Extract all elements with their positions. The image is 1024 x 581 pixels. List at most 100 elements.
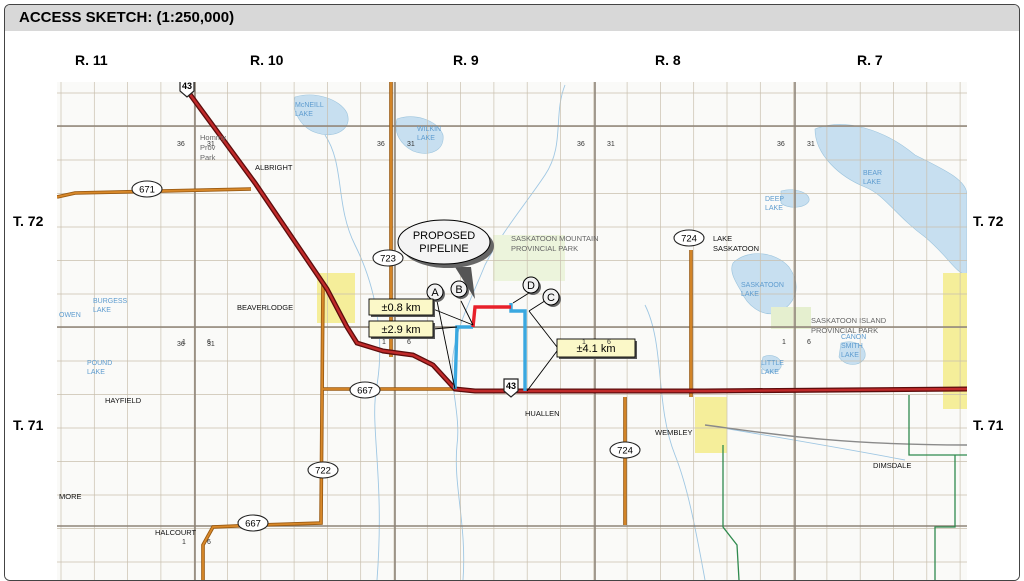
section-number: 1 bbox=[782, 339, 786, 346]
place-label: MORE bbox=[59, 492, 82, 501]
svg-text:LAKE: LAKE bbox=[761, 369, 779, 376]
svg-text:BEAR: BEAR bbox=[863, 170, 882, 177]
svg-text:BEAVERLODGE: BEAVERLODGE bbox=[237, 303, 293, 312]
section-number: 36 bbox=[577, 141, 585, 148]
section-number: 31 bbox=[607, 141, 615, 148]
svg-text:Park: Park bbox=[200, 153, 216, 162]
svg-text:D: D bbox=[527, 280, 535, 292]
access-sketch-map: PROPOSED PIPELINE A B CD ±0.8 km ±2.9 km ±4.… bbox=[5, 31, 1019, 580]
svg-text:LAKE: LAKE bbox=[741, 291, 759, 298]
township-label-t71-right: T. 71 bbox=[973, 417, 1004, 433]
place-label: HALCOURT bbox=[155, 528, 197, 537]
section-number: 6 bbox=[207, 539, 211, 546]
map-title: ACCESS SKETCH: (1:250,000) bbox=[19, 9, 235, 26]
svg-text:LAKE: LAKE bbox=[93, 307, 111, 314]
svg-text:SASKATOON ISLAND: SASKATOON ISLAND bbox=[811, 316, 887, 325]
distance-box: ±0.8 km bbox=[368, 298, 435, 317]
svg-text:BURGESS: BURGESS bbox=[93, 298, 128, 305]
highway-43 bbox=[186, 91, 968, 394]
map-frame: ACCESS SKETCH: (1:250,000) bbox=[4, 4, 1020, 581]
pipeline-red-segment bbox=[471, 305, 511, 328]
svg-text:LAKE: LAKE bbox=[87, 369, 105, 376]
svg-text:671: 671 bbox=[139, 185, 155, 196]
svg-text:LAKE: LAKE bbox=[841, 352, 859, 359]
svg-text:43: 43 bbox=[182, 81, 192, 91]
svg-text:LAKE: LAKE bbox=[765, 205, 783, 212]
section-number: 31 bbox=[807, 141, 815, 148]
svg-text:B: B bbox=[455, 284, 462, 296]
svg-text:723: 723 bbox=[380, 254, 396, 265]
section-number: 31 bbox=[207, 141, 215, 148]
svg-text:LAKE: LAKE bbox=[295, 111, 313, 118]
svg-text:±0.8 km: ±0.8 km bbox=[381, 302, 420, 314]
section-number: 36 bbox=[177, 341, 185, 348]
svg-text:LAKE: LAKE bbox=[417, 135, 435, 142]
section-number: 1 bbox=[182, 539, 186, 546]
svg-text:Hommy: Hommy bbox=[200, 133, 226, 142]
range-label-r10: R. 10 bbox=[250, 52, 284, 68]
svg-text:SMITH: SMITH bbox=[841, 343, 863, 350]
water-label: BURGESS LAKE bbox=[93, 298, 128, 314]
point-b: B bbox=[450, 280, 469, 299]
svg-text:±2.9 km: ±2.9 km bbox=[381, 324, 420, 336]
point-d: D bbox=[522, 276, 541, 295]
range-label-r9: R. 9 bbox=[453, 52, 479, 68]
highway-shield-667: 667 bbox=[349, 381, 381, 399]
mcneill-lake bbox=[293, 94, 349, 135]
svg-text:ALBRIGHT: ALBRIGHT bbox=[255, 163, 293, 172]
highway-shield-667: 667 bbox=[237, 514, 269, 532]
highway-shield-723: 723 bbox=[372, 249, 404, 267]
place-label: ALBRIGHT bbox=[255, 163, 293, 172]
callout-line-2: PIPELINE bbox=[419, 243, 469, 255]
range-label-r8: R. 8 bbox=[655, 52, 681, 68]
map-area bbox=[57, 82, 967, 580]
svg-text:±4.1 km: ±4.1 km bbox=[576, 343, 615, 355]
range-label-r11: R. 11 bbox=[75, 52, 108, 68]
section-number: 6 bbox=[407, 339, 411, 346]
pipeline-callout: PROPOSED PIPELINE bbox=[397, 219, 494, 299]
saskatoon-mountain-park bbox=[493, 235, 565, 281]
section-number: 6 bbox=[207, 339, 211, 346]
section-number: 36 bbox=[177, 141, 185, 148]
section-number: 31 bbox=[407, 141, 415, 148]
svg-text:A: A bbox=[431, 287, 439, 299]
canon-smith-lake bbox=[838, 341, 866, 365]
svg-text:DIMSDALE: DIMSDALE bbox=[873, 461, 911, 470]
highway-shield-722: 722 bbox=[307, 461, 339, 479]
water-label: BEAR LAKE bbox=[863, 170, 882, 186]
highway-shield-724: 724 bbox=[609, 441, 641, 459]
svg-text:LAKE: LAKE bbox=[863, 179, 881, 186]
water-labels: McNEILLLAKEWILKINLAKEBEARLAKESASKATOONLA… bbox=[59, 102, 882, 376]
place-label: WEMBLEY bbox=[655, 428, 693, 437]
section-number: 36 bbox=[377, 141, 385, 148]
leader-lines bbox=[432, 292, 558, 392]
svg-text:HUALLEN: HUALLEN bbox=[525, 409, 560, 418]
svg-text:724: 724 bbox=[617, 446, 633, 457]
svg-text:SASKATOON MOUNTAIN: SASKATOON MOUNTAIN bbox=[511, 234, 599, 243]
svg-text:HALCOURT: HALCOURT bbox=[155, 528, 197, 537]
point-c: C bbox=[542, 288, 561, 307]
svg-text:PROVINCIAL PARK: PROVINCIAL PARK bbox=[511, 244, 578, 253]
little-lake bbox=[760, 355, 782, 373]
svg-text:MORE: MORE bbox=[59, 492, 82, 501]
svg-text:SASKATOON: SASKATOON bbox=[713, 244, 759, 253]
distance-box: ±4.1 km bbox=[556, 338, 637, 359]
callout-line-1: PROPOSED bbox=[413, 230, 475, 242]
svg-text:OWEN: OWEN bbox=[59, 312, 81, 319]
green-roads bbox=[722, 395, 967, 580]
township-label-t72-right: T. 72 bbox=[973, 213, 1004, 229]
place-label: HUALLEN bbox=[525, 409, 560, 418]
svg-text:LAKE: LAKE bbox=[713, 234, 732, 243]
point-a: A bbox=[426, 283, 445, 302]
svg-text:C: C bbox=[547, 292, 555, 304]
distance-boxes: ±0.8 km ±2.9 km ±4.1 km bbox=[368, 298, 637, 359]
